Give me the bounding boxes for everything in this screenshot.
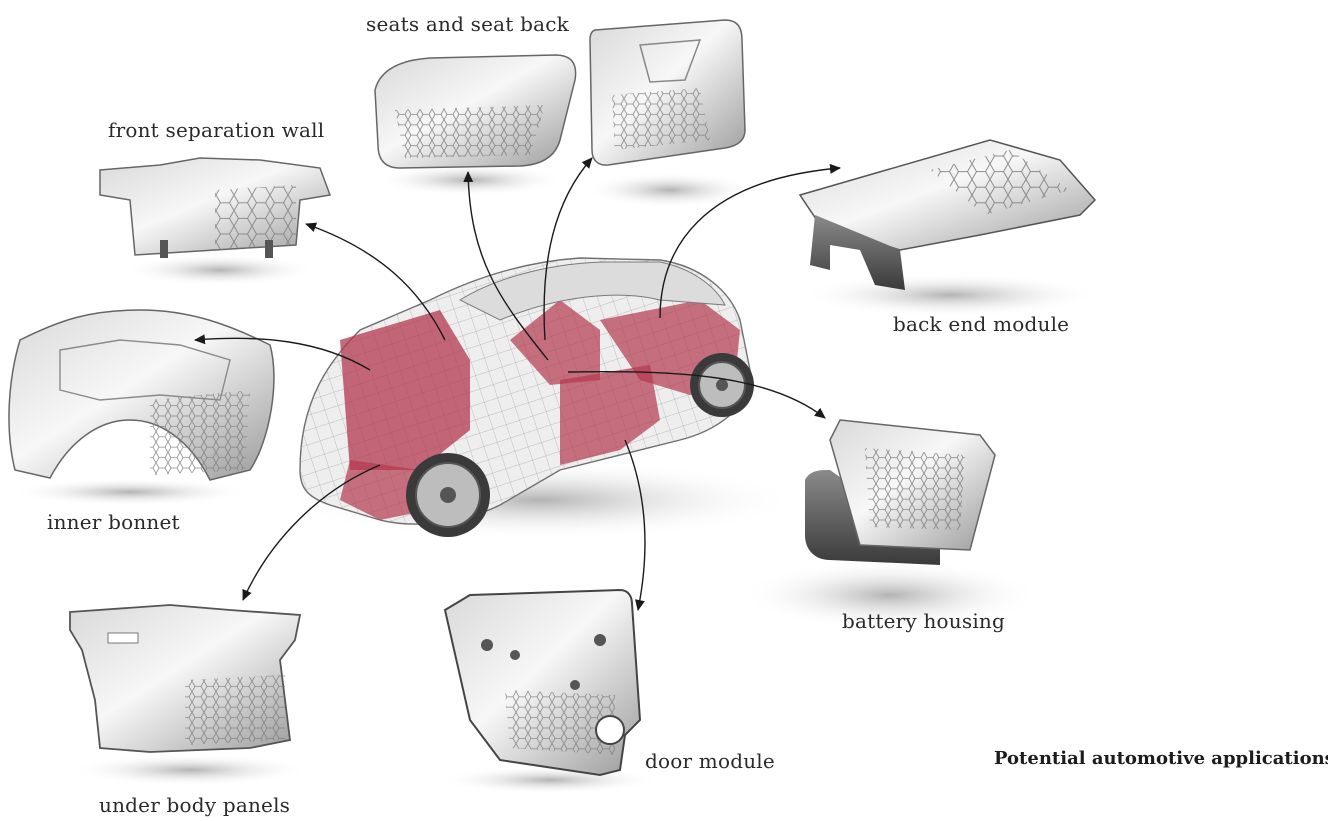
seat-back-part xyxy=(585,20,755,208)
car-wireframe xyxy=(280,258,800,540)
label-seats: seats and seat back xyxy=(366,12,569,36)
label-inner-bonnet: inner bonnet xyxy=(47,510,180,534)
figure-caption: Potential automotive applications xyxy=(994,748,1328,769)
seat-part xyxy=(375,55,576,196)
inner-bonnet-part xyxy=(9,310,274,506)
back-end-module-part xyxy=(800,140,1100,317)
label-front-separation-wall: front separation wall xyxy=(108,118,324,142)
battery-housing-part xyxy=(740,420,1040,630)
label-back-end-module: back end module xyxy=(893,312,1069,336)
front-separation-wall-part xyxy=(100,158,330,286)
door-module-part xyxy=(440,590,660,794)
label-under-body-panels: under body panels xyxy=(99,793,290,817)
under-body-panels-part xyxy=(70,605,310,786)
label-battery-housing: battery housing xyxy=(842,609,1005,633)
label-door-module: door module xyxy=(645,749,775,773)
